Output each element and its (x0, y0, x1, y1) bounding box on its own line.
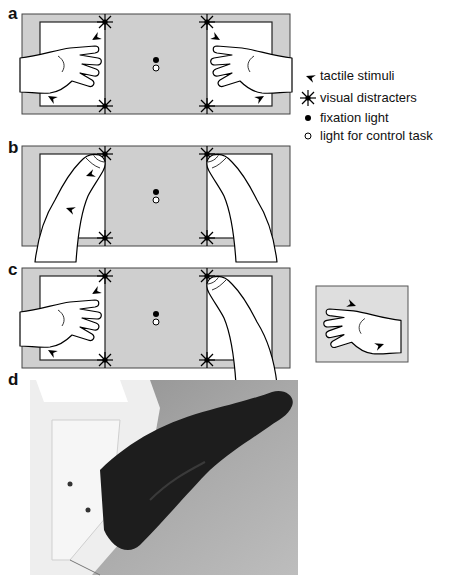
legend-text: visual distracters (320, 90, 417, 105)
legend-text: tactile stimuli (320, 68, 394, 83)
panel-letter: a (8, 4, 17, 24)
legend-text: light for control task (320, 128, 433, 143)
panel-letter: b (8, 138, 18, 158)
panel-letter: c (8, 260, 17, 280)
legend-text: fixation light (320, 110, 389, 125)
panel-letter: d (8, 370, 18, 390)
